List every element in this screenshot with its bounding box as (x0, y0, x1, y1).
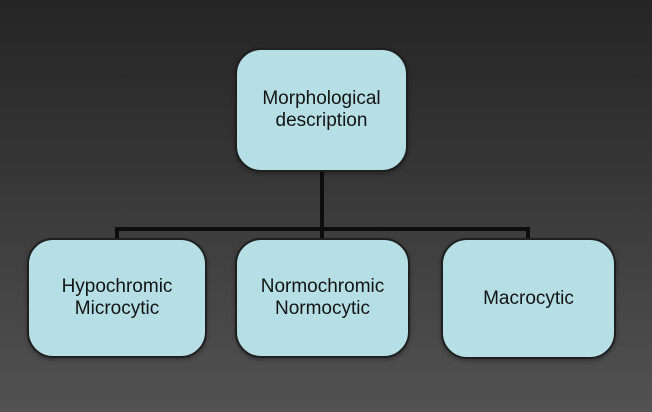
connector-stub-left-child (115, 227, 119, 238)
connector-horizontal-bar (115, 227, 530, 231)
node-label: Normochromic Normocytic (260, 276, 385, 319)
node-hypochromic-microcytic: Hypochromic Microcytic (27, 238, 207, 358)
connector-stub-right-child (526, 227, 530, 238)
node-label: Macrocytic (483, 287, 574, 309)
node-label: Hypochromic Microcytic (61, 276, 173, 319)
node-normochromic-normocytic: Normochromic Normocytic (235, 238, 410, 358)
node-label: Morphological description (262, 88, 381, 131)
node-macrocytic: Macrocytic (441, 238, 616, 359)
node-morphological-description: Morphological description (235, 48, 408, 172)
connector-root-vertical (320, 172, 324, 238)
